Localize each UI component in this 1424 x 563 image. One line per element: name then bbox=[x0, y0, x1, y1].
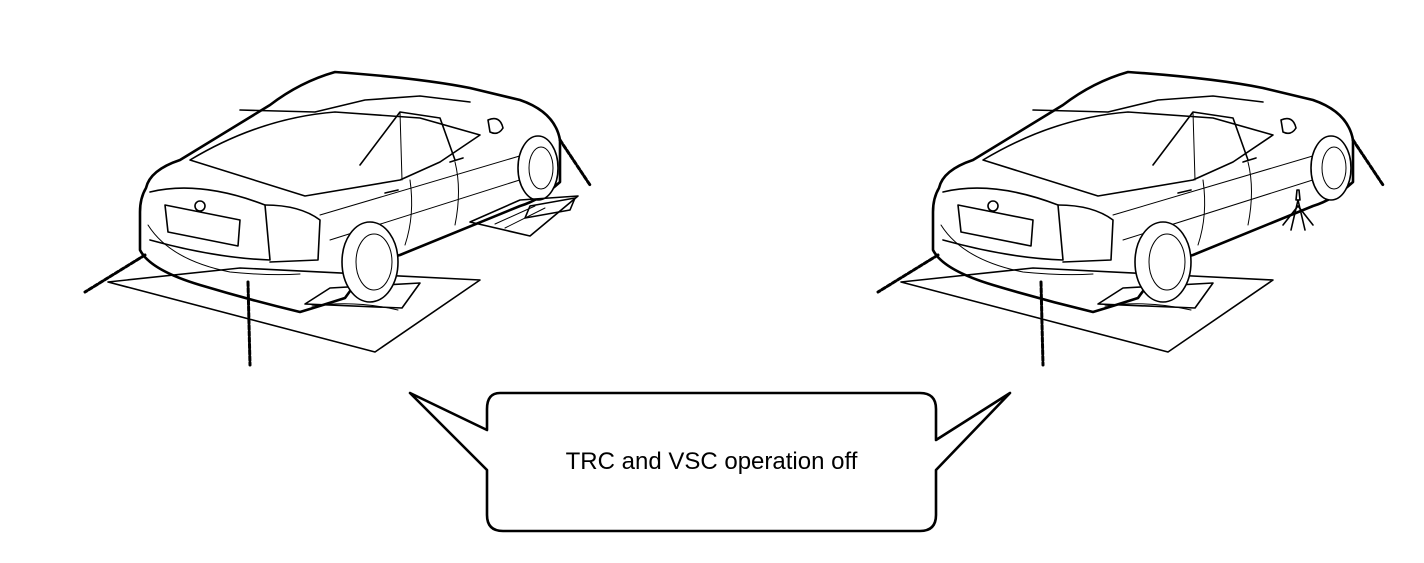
right-vehicle-illustration bbox=[876, 70, 1385, 367]
jack-stand bbox=[1282, 189, 1314, 231]
callout-label: TRC and VSC operation off bbox=[565, 448, 858, 475]
front-wheel-plate bbox=[469, 195, 579, 237]
callout-bubble bbox=[408, 391, 1012, 533]
left-vehicle-illustration bbox=[83, 70, 592, 367]
